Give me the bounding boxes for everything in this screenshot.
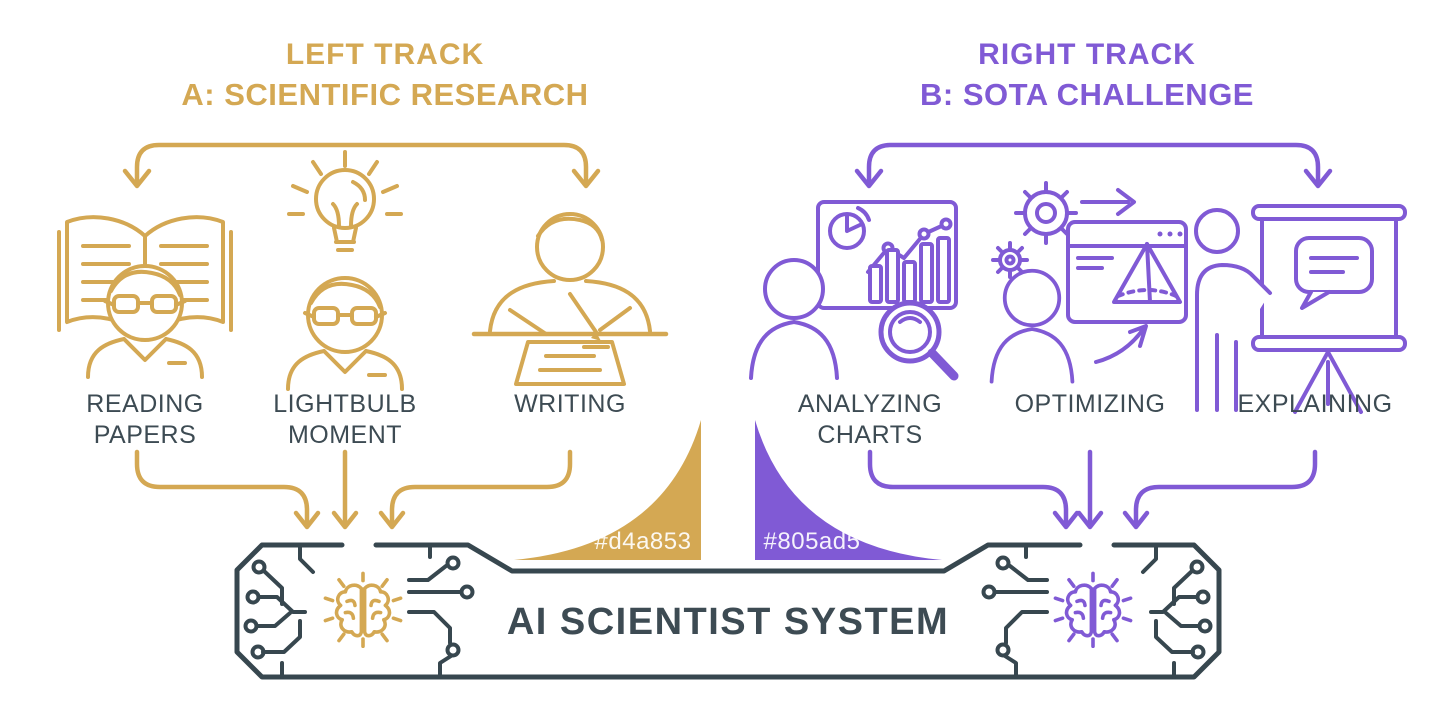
arrow-down-icon <box>293 510 321 530</box>
reading-papers-label-line1: READING <box>86 390 203 418</box>
optimizing-icon <box>989 181 1188 384</box>
arrow-down-icon <box>1303 168 1333 189</box>
pen-tip-icon <box>591 332 601 341</box>
arrow-down-icon <box>378 510 406 530</box>
lightbulb-moment-label-line1: LIGHTBULB <box>273 390 416 418</box>
purple-brain-icon <box>1053 571 1133 649</box>
left-track-title-line2: A: SCIENTIFIC RESEARCH <box>181 77 588 112</box>
purple-swoosh-swatch <box>755 420 942 560</box>
optimizing-label: OPTIMIZING <box>1015 390 1166 418</box>
right-converging-arrows <box>867 449 1318 530</box>
magnifier-icon <box>878 300 959 381</box>
explaining-label: EXPLAINING <box>1237 390 1392 418</box>
color-swatches: #d4a853 #805ad5 <box>514 420 942 560</box>
lightbulb-moment-icon <box>286 150 404 391</box>
right-track-header: RIGHT TRACK B: SOTA CHALLENGE <box>920 38 1254 112</box>
arrow-down-icon <box>854 168 884 189</box>
curved-up-arrow-icon <box>1094 324 1148 364</box>
analyzing-charts-label-line2: CHARTS <box>817 421 922 449</box>
reading-papers-label-line2: PAPERS <box>94 421 197 449</box>
presenter-person-icon <box>1194 208 1272 412</box>
system-banner: AI SCIENTIST SYSTEM <box>234 542 1222 680</box>
left-track-title-line1: LEFT TRACK <box>286 38 484 71</box>
arrow-down-icon <box>122 168 152 189</box>
gear-icon <box>1014 181 1078 245</box>
gold-brain-icon <box>323 571 403 649</box>
arrow-down-icon <box>331 510 359 530</box>
line-chart-icon <box>866 222 948 274</box>
reading-papers-icon <box>57 215 233 379</box>
item-labels: READING PAPERS LIGHTBULB MOMENT WRITING … <box>86 390 1392 449</box>
lightbulb-moment-label-line2: MOMENT <box>288 421 402 449</box>
pyramid-icon <box>1112 242 1182 304</box>
tripod-icon <box>1293 350 1363 414</box>
left-converging-arrows <box>134 449 573 530</box>
paper-icon <box>514 340 626 386</box>
browser-window-icon <box>1066 220 1188 324</box>
right-track-title-line2: B: SOTA CHALLENGE <box>920 77 1254 112</box>
small-gear-icon <box>991 241 1029 279</box>
writing-label: WRITING <box>514 390 626 418</box>
arrow-right-icon <box>1080 188 1136 216</box>
gold-hex-label: #d4a853 <box>595 528 692 555</box>
arrow-down-icon <box>1076 510 1104 530</box>
speech-bubble-icon <box>1294 236 1374 310</box>
right-track-bracket-arrow <box>854 142 1333 189</box>
banner-outline <box>234 542 1222 680</box>
left-track-bracket-arrow <box>122 142 601 189</box>
system-banner-title: AI SCIENTIST SYSTEM <box>507 601 949 643</box>
bar-chart-icon <box>868 236 951 304</box>
arrow-down-icon <box>571 168 601 189</box>
arrow-down-icon <box>1122 510 1150 530</box>
right-track-title-line1: RIGHT TRACK <box>978 38 1196 71</box>
analyzing-charts-icon <box>749 200 959 381</box>
arrow-down-icon <box>1052 510 1080 530</box>
writing-icon <box>471 212 669 386</box>
analyzing-charts-label-line1: ANALYZING <box>798 390 942 418</box>
purple-hex-label: #805ad5 <box>764 528 861 555</box>
pen-icon <box>568 292 598 334</box>
gold-swoosh-swatch <box>514 420 701 560</box>
explaining-icon <box>1194 204 1407 414</box>
left-track-header: LEFT TRACK A: SCIENTIFIC RESEARCH <box>181 38 588 112</box>
